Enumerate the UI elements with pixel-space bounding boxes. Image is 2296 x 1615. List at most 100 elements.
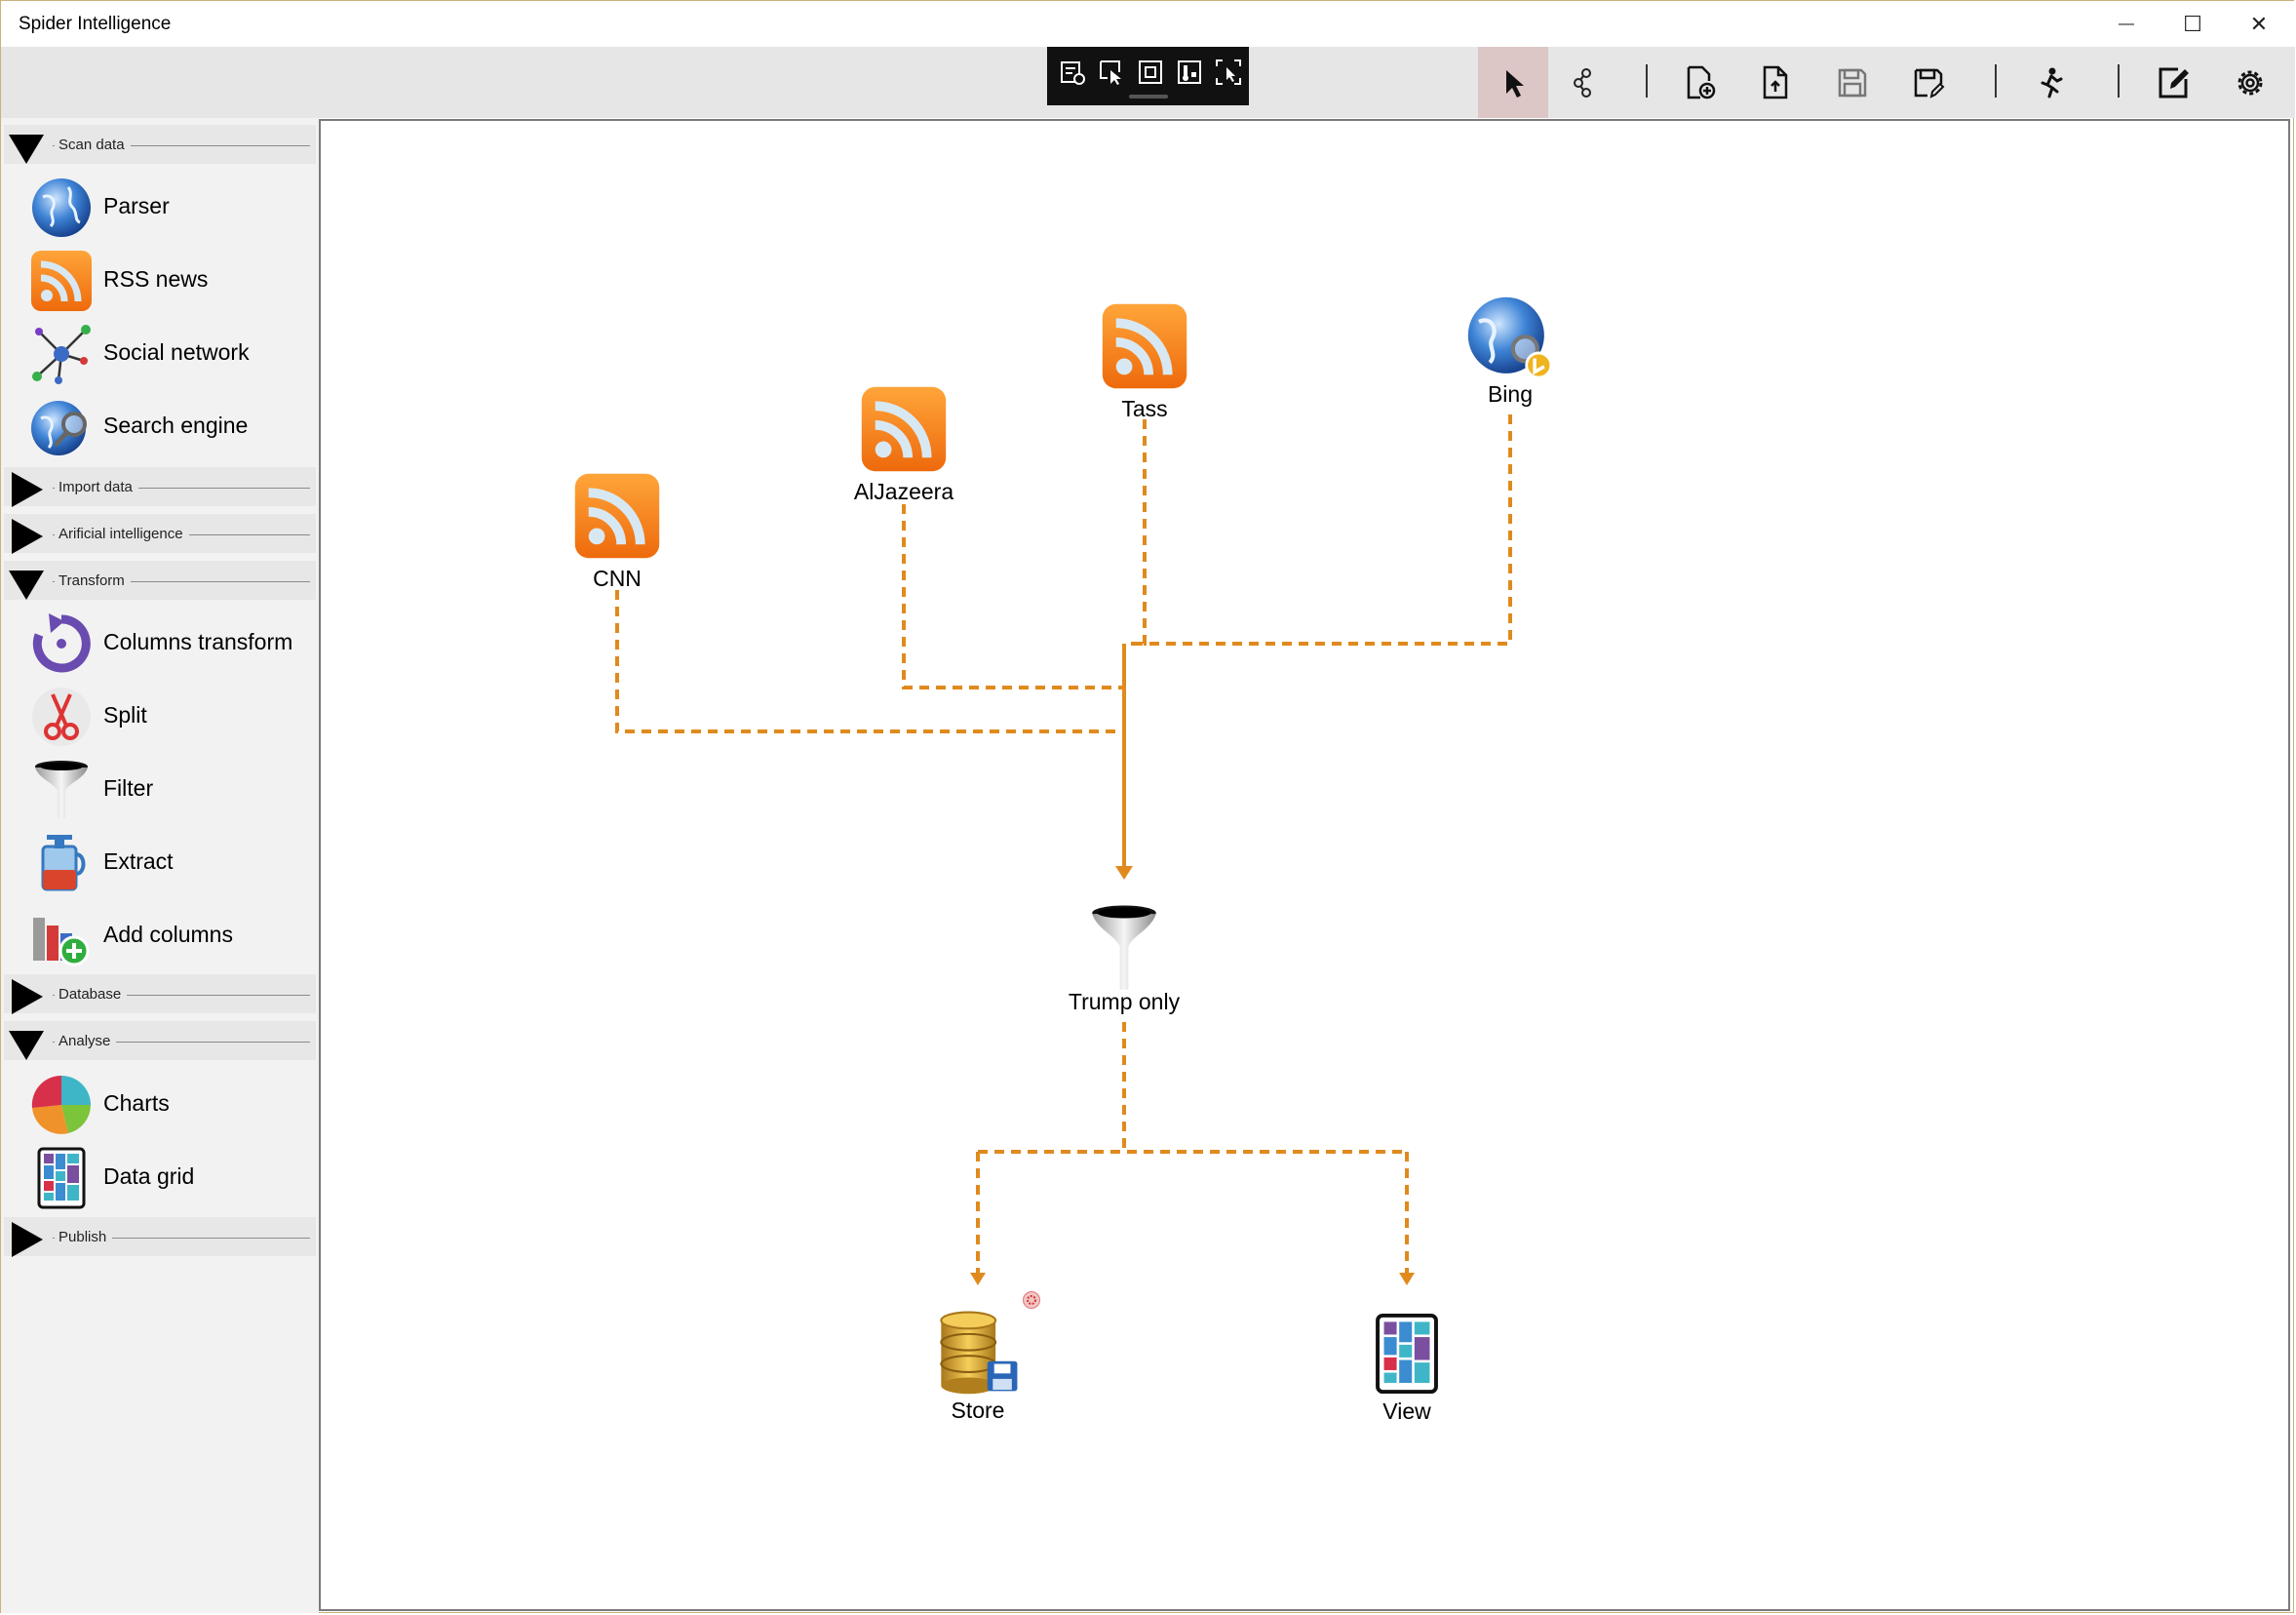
- node-label: View: [1382, 1398, 1431, 1424]
- section-scan-data[interactable]: Scan data: [4, 125, 316, 164]
- node-tass[interactable]: Tass: [1096, 301, 1193, 422]
- rss-icon: [861, 386, 947, 472]
- node-label: CNN: [593, 566, 642, 591]
- node-bing[interactable]: Bing: [1461, 295, 1559, 408]
- pointer-icon: [1506, 69, 1524, 98]
- properties-icon[interactable]: [1059, 59, 1086, 86]
- node-cnn[interactable]: CNN: [568, 471, 666, 592]
- section-label: Arificial intelligence: [55, 526, 189, 542]
- sidebar-item-parser[interactable]: Parser: [29, 172, 312, 242]
- close-button[interactable]: ✕: [2226, 1, 2292, 47]
- expand-icon: [12, 472, 43, 507]
- sidebar-item-label: Extract: [103, 848, 174, 874]
- sidebar-item-add-columns[interactable]: Add columns: [29, 900, 312, 970]
- node-trump-only[interactable]: Trump only: [1056, 902, 1192, 1015]
- edit-button[interactable]: [2139, 47, 2209, 118]
- bing-globe-icon: [1467, 296, 1553, 379]
- sidebar-item-label: Columns transform: [103, 629, 293, 654]
- save-as-icon: [1914, 68, 1945, 98]
- sidebar-item-rss-news[interactable]: RSS news: [29, 245, 312, 315]
- pointer-tool-button[interactable]: [1478, 47, 1548, 118]
- sidebar-item-label: Add columns: [103, 922, 233, 947]
- settings-icon: [2238, 70, 2263, 95]
- section-import-data[interactable]: Import data: [4, 467, 316, 507]
- section-divider: [53, 581, 310, 582]
- node-aljazeera[interactable]: AlJazeera: [845, 384, 962, 505]
- section-divider: [53, 145, 310, 146]
- select-area-icon[interactable]: [1098, 59, 1125, 86]
- run-button[interactable]: [2016, 47, 2086, 118]
- rss-icon: [574, 473, 660, 559]
- toolbar-separator: [1995, 64, 1997, 98]
- close-icon: ✕: [2249, 11, 2269, 36]
- sidebar-item-split[interactable]: Split: [29, 681, 312, 751]
- collapse-icon: [9, 135, 44, 164]
- scissors-icon: [32, 688, 91, 746]
- maximize-button[interactable]: ☐: [2160, 1, 2226, 47]
- section-database[interactable]: Database: [4, 974, 316, 1014]
- node-label: Tass: [1121, 396, 1168, 421]
- node-settings-icon[interactable]: [1023, 1291, 1040, 1309]
- section-analyse[interactable]: Analyse: [4, 1021, 316, 1060]
- sidebar-item-social-network[interactable]: Social network: [29, 318, 312, 388]
- sidebar-item-search-engine[interactable]: Search engine: [29, 391, 312, 461]
- section-divider: [53, 995, 310, 996]
- collapse-icon: [9, 1031, 44, 1060]
- title-bar: Spider Intelligence — ☐ ✕: [1, 1, 2295, 47]
- section-artificial-intelligence[interactable]: Arificial intelligence: [4, 514, 316, 554]
- section-divider: [53, 488, 310, 489]
- funnel-icon: [1092, 905, 1156, 990]
- connect-tool-button[interactable]: [1548, 47, 1618, 118]
- sidebar-item-charts[interactable]: Charts: [29, 1069, 312, 1139]
- node-view[interactable]: View: [1358, 1312, 1456, 1425]
- minimize-button[interactable]: —: [2093, 1, 2160, 47]
- thermometer-icon[interactable]: [1176, 59, 1203, 86]
- sidebar-item-label: Social network: [103, 339, 250, 365]
- sidebar-item-columns-transform[interactable]: Columns transform: [29, 608, 312, 678]
- new-document-button[interactable]: [1665, 47, 1735, 118]
- section-label: Analyse: [55, 1033, 117, 1049]
- connect-icon: [1574, 67, 1591, 98]
- save-icon: [1838, 68, 1867, 97]
- app-title: Spider Intelligence: [19, 14, 172, 34]
- node-label: Trump only: [1068, 989, 1181, 1014]
- maximize-icon: ☐: [2183, 11, 2202, 36]
- database-icon: [940, 1311, 1018, 1395]
- sidebar-item-extract[interactable]: Extract: [29, 827, 312, 897]
- save-button[interactable]: [1817, 47, 1887, 118]
- sidebar-item-data-grid[interactable]: Data grid: [29, 1142, 312, 1212]
- node-label: Store: [951, 1398, 1005, 1423]
- sidebar-item-label: Search engine: [103, 413, 249, 438]
- quick-toolbar-grip[interactable]: [1129, 95, 1168, 98]
- rss-icon: [1102, 303, 1187, 389]
- open-document-button[interactable]: [1741, 47, 1811, 118]
- fit-selection-icon[interactable]: [1215, 59, 1242, 86]
- sidebar-item-label: Data grid: [103, 1163, 195, 1189]
- collapse-icon: [9, 571, 44, 600]
- settings-button[interactable]: [2215, 47, 2285, 118]
- node-store[interactable]: Store: [929, 1307, 1027, 1424]
- node-label: Bing: [1487, 381, 1534, 407]
- flow-canvas[interactable]: [319, 119, 2290, 1611]
- edit-icon: [2159, 67, 2189, 98]
- sidebar-item-label: Split: [103, 702, 147, 728]
- data-grid-icon: [37, 1147, 86, 1209]
- save-as-button[interactable]: [1893, 47, 1964, 118]
- new-document-icon: [1687, 65, 1716, 98]
- frame-icon[interactable]: [1137, 59, 1164, 86]
- sidebar-item-label: Parser: [103, 193, 170, 218]
- rss-icon: [31, 251, 92, 311]
- section-transform[interactable]: Transform: [4, 561, 316, 600]
- toolbar-separator: [1646, 64, 1648, 98]
- add-columns-icon: [33, 918, 90, 966]
- sidebar-item-filter[interactable]: Filter: [29, 754, 312, 824]
- network-icon: [32, 325, 91, 384]
- node-label: AlJazeera: [853, 479, 954, 504]
- data-grid-icon: [1376, 1313, 1438, 1395]
- section-divider: [53, 1042, 310, 1043]
- gear-icon: [1027, 1295, 1036, 1305]
- section-divider: [53, 1238, 310, 1239]
- section-publish[interactable]: Publish: [4, 1217, 316, 1257]
- expand-icon: [12, 519, 43, 554]
- open-document-icon: [1763, 65, 1788, 98]
